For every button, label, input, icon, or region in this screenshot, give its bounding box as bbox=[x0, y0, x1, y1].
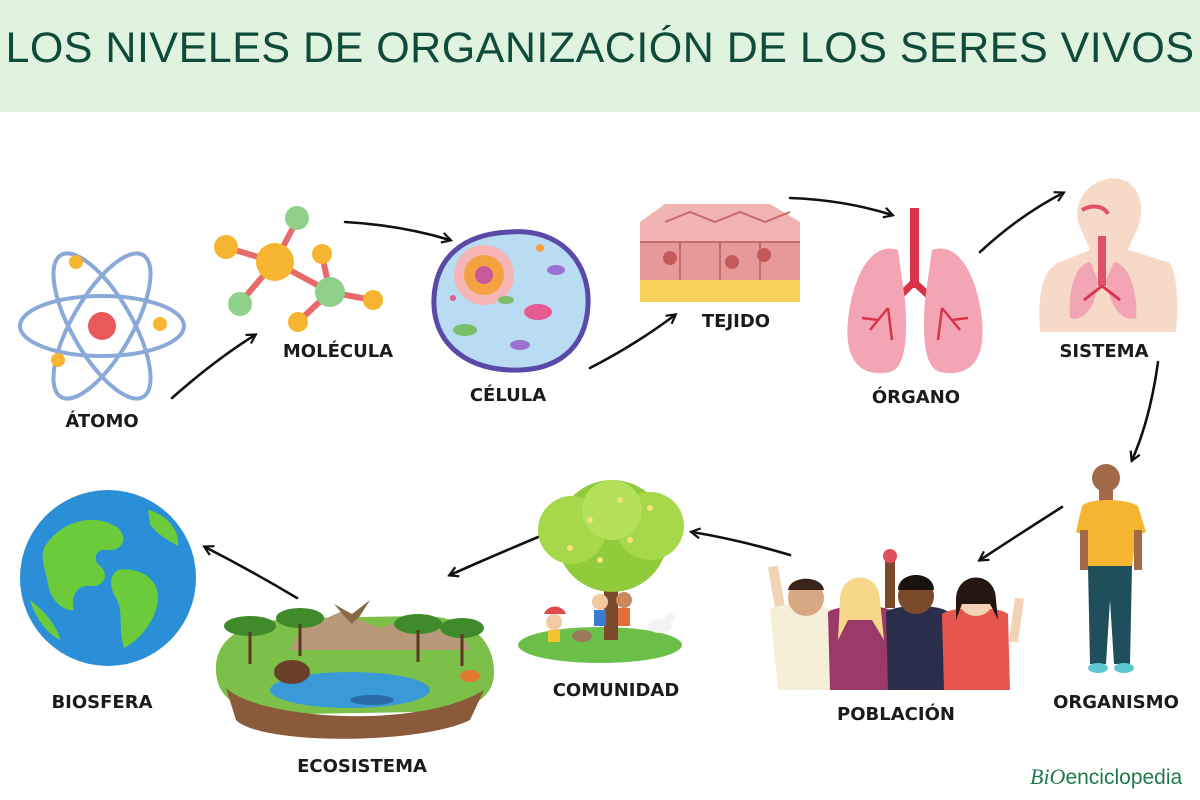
arrow-molecule-to-cell bbox=[343, 220, 450, 240]
arrow-ecosystem-to-biosphere bbox=[205, 547, 299, 600]
label-organism: ORGANISMO bbox=[1053, 692, 1179, 713]
arrow-organism-to-population bbox=[980, 505, 1064, 560]
arrow-organ-to-system bbox=[978, 193, 1063, 254]
label-atom: ÁTOMO bbox=[65, 411, 139, 432]
label-system: SISTEMA bbox=[1059, 341, 1149, 362]
label-cell: CÉLULA bbox=[469, 385, 547, 406]
arrow-atom-to-molecule bbox=[170, 335, 255, 400]
tree-community-icon bbox=[518, 480, 684, 663]
molecule-icon bbox=[214, 206, 383, 332]
header-band bbox=[0, 0, 1200, 112]
brand-name: enciclopedia bbox=[1065, 766, 1183, 789]
label-ecosystem: ECOSISTEMA bbox=[297, 756, 427, 777]
people-group-icon bbox=[767, 549, 1025, 690]
arrow-community-to-ecosystem bbox=[450, 533, 545, 575]
respiratory-system-icon bbox=[1039, 178, 1178, 332]
tissue-icon bbox=[640, 204, 800, 302]
arrow-cell-to-tissue bbox=[588, 315, 675, 370]
cell-icon bbox=[431, 229, 591, 373]
label-biosphere: BIOSFERA bbox=[51, 692, 153, 713]
label-organ: ÓRGANO bbox=[871, 387, 961, 408]
label-molecule: MOLÉCULA bbox=[282, 341, 394, 362]
label-community: COMUNIDAD bbox=[552, 680, 680, 701]
person-icon bbox=[1076, 464, 1146, 673]
page-title: LOS NIVELES DE ORGANIZACIÓN DE LOS SERES… bbox=[5, 24, 1195, 72]
atom-icon bbox=[18, 251, 186, 401]
flow-arrows bbox=[170, 193, 1160, 600]
ecosystem-icon bbox=[215, 600, 494, 739]
label-tissue: TEJIDO bbox=[701, 311, 771, 332]
arrow-tissue-to-organ bbox=[788, 196, 892, 215]
brand-mark: BiO bbox=[1030, 764, 1066, 789]
lungs-icon bbox=[847, 208, 983, 374]
brand-logo: BiOenciclopedia bbox=[1030, 764, 1182, 790]
arrow-system-to-organism bbox=[1132, 360, 1160, 460]
earth-globe-icon bbox=[20, 490, 196, 666]
arrow-population-to-community bbox=[692, 532, 792, 557]
label-population: POBLACIÓN bbox=[837, 704, 955, 725]
